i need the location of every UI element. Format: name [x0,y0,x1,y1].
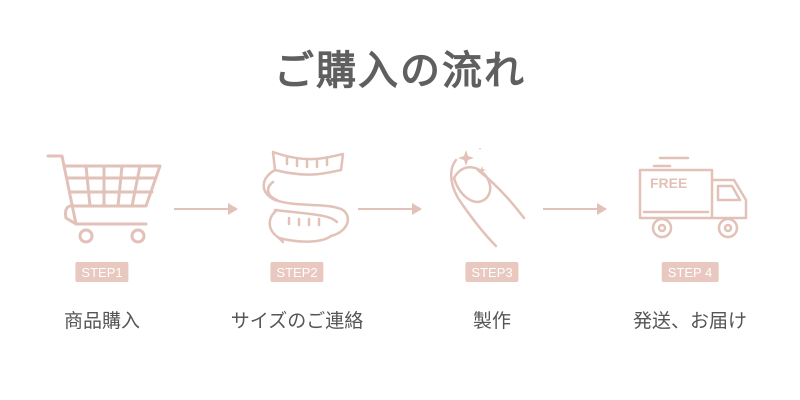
step-3: STEP3 製作 [417,148,567,332]
nail-icon [449,148,526,248]
arrow-right-icon [174,203,238,215]
step-4: FREE STEP 4 発送、お届け [615,148,765,332]
step-label: 製作 [472,310,512,332]
step-2: STEP2 サイズのご連絡 [222,148,372,332]
step-label: 商品購入 [63,310,141,332]
step-badge: STEP 4 [661,262,719,282]
measuring-tape-icon [262,150,350,244]
step-1: STEP1 商品購入 [27,148,177,332]
step-badge: STEP1 [75,262,129,282]
step-label: サイズのご連絡 [230,310,364,332]
delivery-truck-icon: FREE [638,156,748,239]
step-badge: STEP3 [465,262,519,282]
arrow-right-icon [358,203,422,215]
step-label: 発送、お届け [632,310,748,332]
page-title: ご購入の流れ [274,47,526,94]
step-badge: STEP2 [270,262,324,282]
shopping-cart-icon [46,154,162,244]
truck-free-text: FREE [650,175,687,191]
arrow-right-icon [543,203,607,215]
